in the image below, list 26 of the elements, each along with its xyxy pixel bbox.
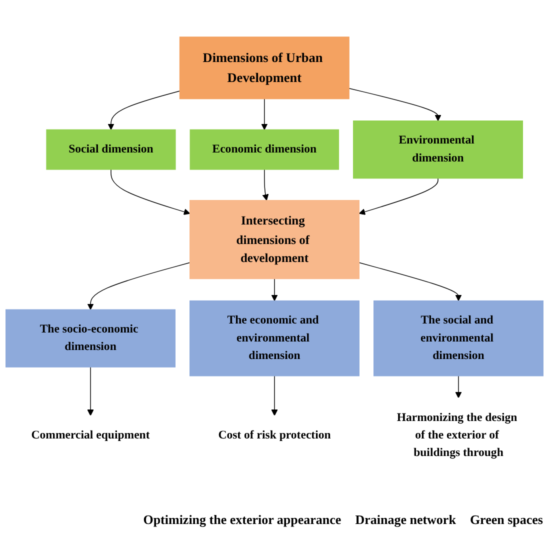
- list-item-text: Optimizing the exterior appearance: [143, 512, 342, 528]
- arrow: [358, 178, 438, 215]
- arrow: [262, 169, 269, 201]
- arrow: [110, 169, 190, 215]
- arrow: [261, 98, 268, 130]
- arrow: [87, 366, 94, 416]
- node-text: Commercial equipment: [31, 428, 150, 442]
- list-item-text: Drainage network: [355, 512, 456, 528]
- node-box: Economic dimension: [190, 129, 340, 170]
- list-item-text: Green spaces: [470, 512, 543, 528]
- arrow: [87, 262, 190, 310]
- node-box: Social dimension: [46, 129, 176, 170]
- node-box: The economic and environmental dimension: [190, 300, 360, 376]
- node-text: Cost of risk protection: [218, 428, 331, 442]
- arrow: [358, 262, 462, 302]
- arrow: [271, 278, 278, 302]
- node-box: Intersecting dimensions of development: [190, 200, 360, 280]
- arrow: [455, 376, 462, 398]
- arrow: [271, 376, 278, 416]
- node-box: Environmental dimension: [353, 120, 523, 179]
- node-box: The social and environmental dimension: [373, 300, 544, 376]
- node-box: Dimensions of Urban Development: [179, 36, 350, 100]
- arrow: [348, 88, 442, 122]
- node-box: The socio-economic dimension: [6, 309, 176, 368]
- node-text: Harmonizing the design of the exterior of buildings through: [396, 411, 518, 460]
- arrow: [108, 90, 180, 130]
